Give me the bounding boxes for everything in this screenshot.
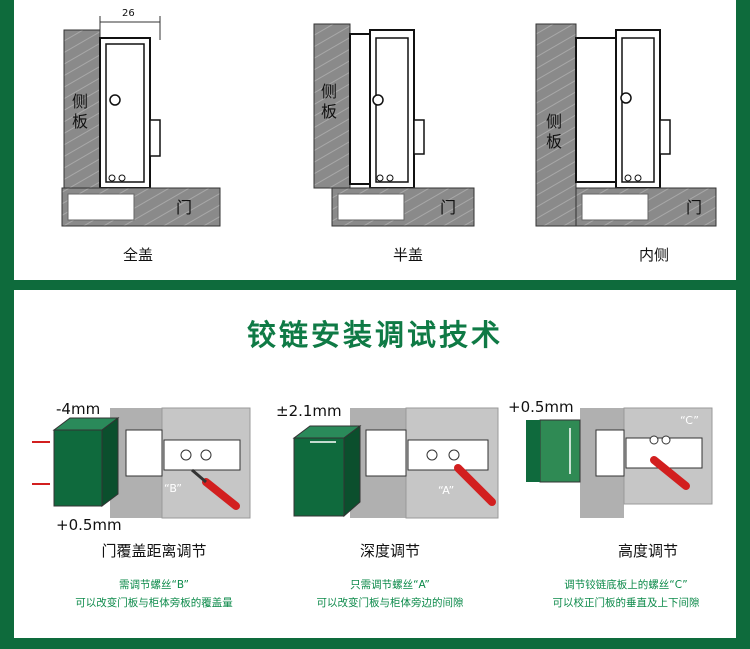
d2-caption: 深度调节 (359, 542, 420, 560)
installation-types-panel: 26 侧板 侧板 侧板 门 门 门 全盖 半盖 内侧 (14, 0, 736, 280)
d3-screw-label: “C” (680, 414, 699, 427)
d3-adjust-top: +0.5mm (508, 398, 574, 416)
d1-note-line2: 可以改变门板与柜体旁板的覆盖量 (75, 597, 233, 609)
d3-note-line2: 可以校正门板的垂直及上下间隙 (552, 597, 700, 609)
caption-inset: 内侧 (638, 246, 669, 264)
door-label-3: 门 (686, 198, 703, 217)
section-title: 铰链安装调试技术 (246, 318, 503, 352)
full-overlay-diagram (61, 16, 717, 227)
side-panel-label-1: 侧板 (72, 92, 89, 131)
adjustment-diagrams (32, 407, 713, 519)
dimension-label: 26 (122, 8, 135, 19)
caption-half-overlay: 半盖 (392, 246, 423, 264)
d1-caption: 门覆盖距离调节 (101, 542, 207, 560)
d3-caption: 高度调节 (617, 542, 678, 560)
d2-note: 只需调节螺丝“A” 可以改变门板与柜体旁边的间隙 (280, 576, 500, 612)
d3-note-line1: 调节铰链底板上的螺丝“C” (564, 579, 688, 591)
d3-note: 调节铰链底板上的螺丝“C” 可以校正门板的垂直及上下间隙 (516, 576, 736, 612)
d2-screw-label: “A” (438, 484, 455, 497)
side-panel-label-3: 侧板 (546, 112, 563, 151)
d2-note-line1: 只需调节螺丝“A” (350, 579, 430, 591)
d1-note-line1: 需调节螺丝“B” (118, 579, 189, 591)
d1-note: 需调节螺丝“B” 可以改变门板与柜体旁板的覆盖量 (44, 576, 264, 612)
d1-adjust-top: -4mm (56, 400, 101, 418)
door-label-1: 门 (176, 198, 193, 217)
d1-screw-label: “B” (164, 482, 183, 495)
door-label-2: 门 (440, 198, 457, 217)
d1-adjust-bottom: +0.5mm (56, 516, 122, 534)
caption-full-overlay: 全盖 (122, 246, 153, 264)
d2-note-line2: 可以改变门板与柜体旁边的间隙 (316, 597, 464, 609)
adjustment-panel: 铰链安装调试技术 (14, 290, 736, 638)
side-panel-label-2: 侧板 (321, 82, 338, 121)
d2-adjust-top: ±2.1mm (276, 402, 342, 420)
